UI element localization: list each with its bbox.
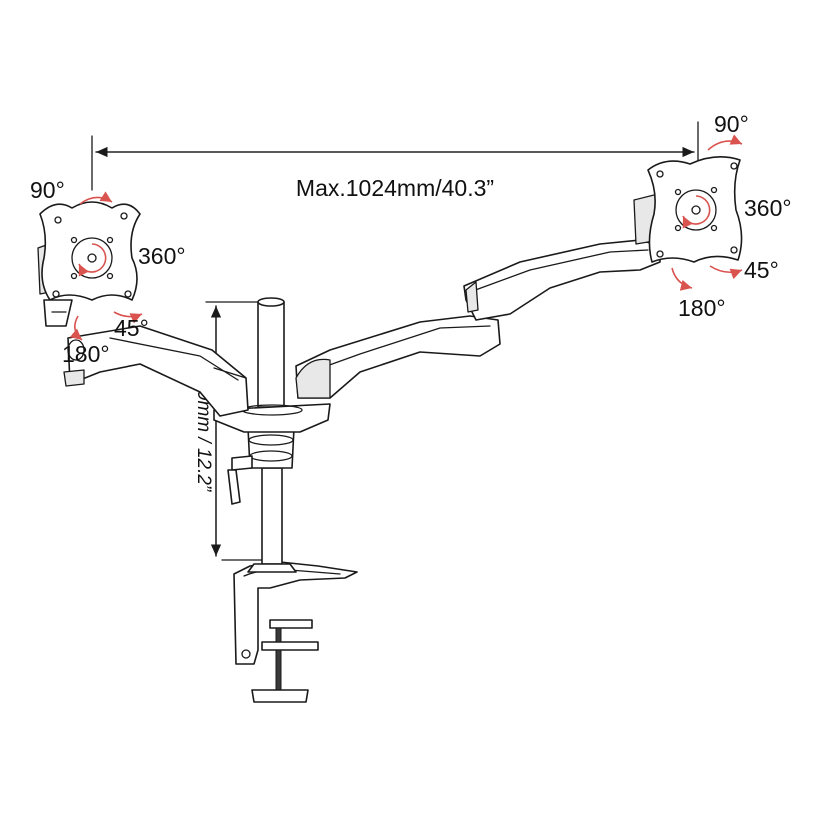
left-tilt-label: 90° — [30, 177, 65, 203]
left-vesa-plate — [37, 201, 141, 327]
center-pole — [247, 297, 297, 573]
right-pivot-label: 180° — [678, 295, 726, 321]
width-dimension-label: Max.1024mm/40.3” — [296, 175, 494, 201]
height-dimension — [205, 301, 263, 561]
right-arm — [295, 239, 661, 399]
left-rotation-arrows — [69, 191, 143, 341]
desk-clamp — [233, 561, 358, 703]
right-tilt-label: 90° — [714, 111, 749, 137]
left-rotate-label: 360° — [138, 243, 186, 269]
right-rotation-arrows — [671, 134, 743, 291]
width-dimension — [91, 121, 699, 191]
height-adjust-collar — [227, 427, 295, 505]
left-swivel-label: 45° — [114, 315, 149, 341]
left-pivot-label: 180° — [62, 341, 110, 367]
left-arm — [63, 325, 249, 417]
right-swivel-label: 45° — [744, 257, 779, 283]
right-rotate-label: 360° — [744, 195, 792, 221]
right-vesa-plate — [633, 156, 743, 263]
